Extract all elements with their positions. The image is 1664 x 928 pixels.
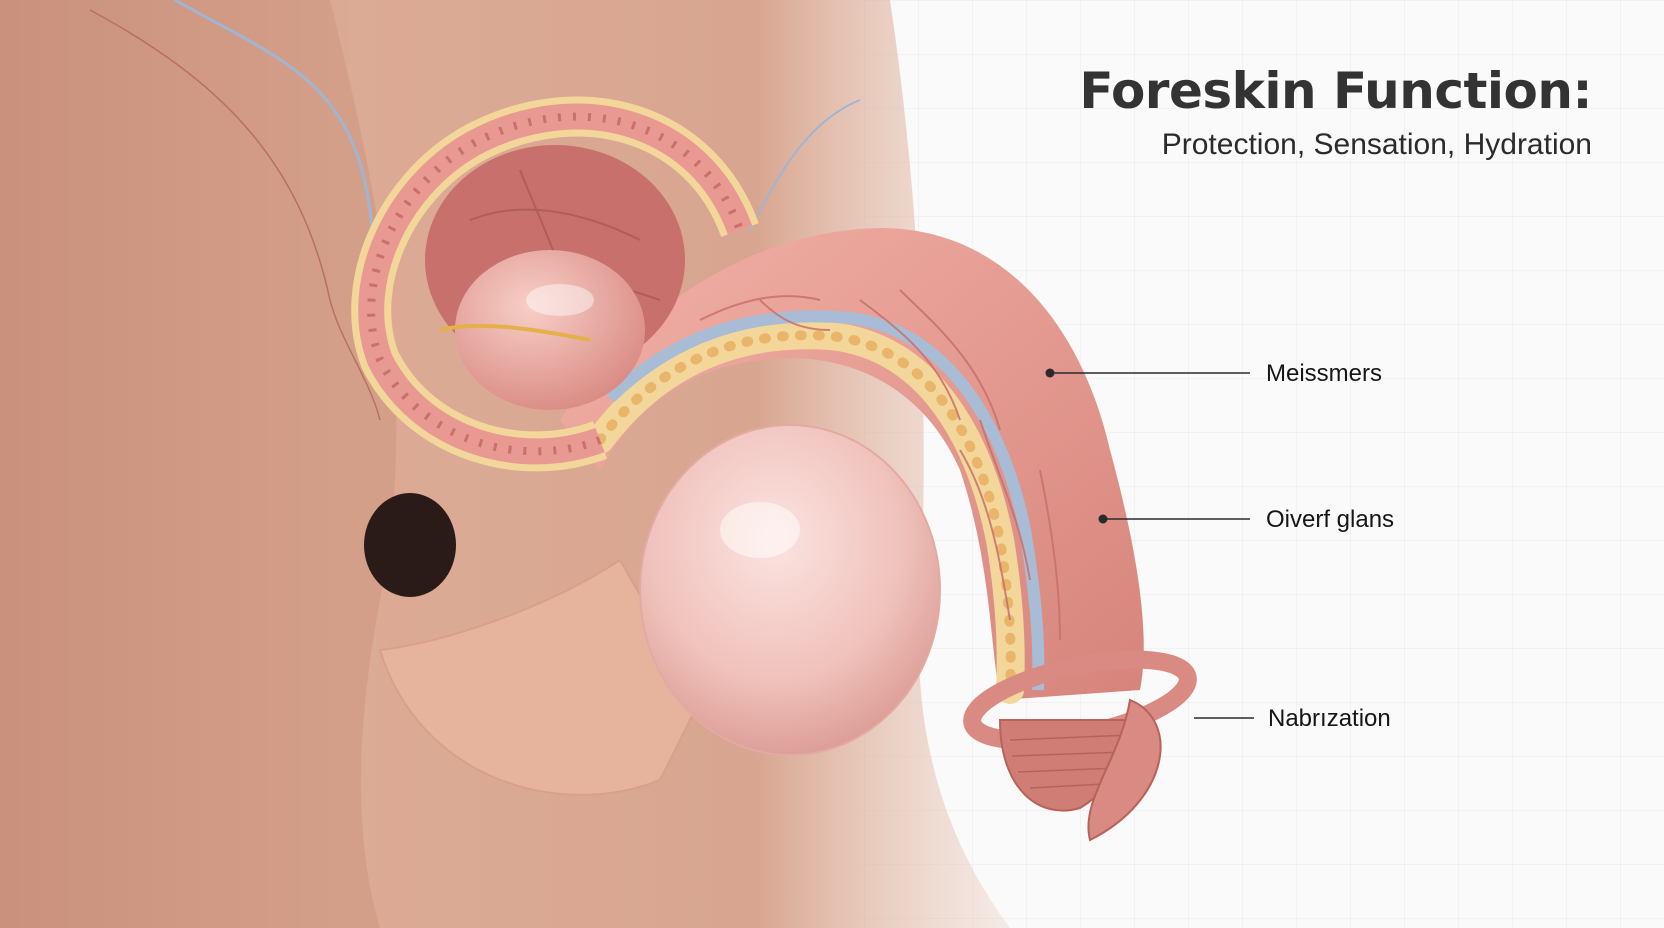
vein-line [749, 99, 861, 231]
foreskin-flap [1087, 698, 1162, 842]
glans-ridge [439, 323, 591, 342]
vascular-network [699, 289, 1061, 641]
callout-label-nabrization: Nabrızation [1268, 705, 1391, 732]
testis-highlight [720, 502, 800, 558]
callout-leaders [1045, 368, 1254, 719]
upper-loop-tissue [358, 103, 753, 465]
diagram-subtitle: Protection, Sensation, Hydration [1161, 128, 1592, 161]
scrotal-base [378, 558, 702, 796]
testis [639, 424, 941, 756]
callout-label-oiverf-glans: Oiverf glans [1266, 506, 1395, 533]
vein-line [89, 9, 381, 421]
thigh-shadow [0, 0, 397, 928]
body-opening [364, 493, 456, 597]
glans-highlight [526, 284, 594, 316]
nerve-band [605, 310, 1045, 691]
callout-label-meissmers: Meissmers [1266, 360, 1383, 387]
diagram-title: Foreskin Function: [1079, 62, 1592, 120]
glans [455, 250, 645, 410]
tip-ridges [1009, 734, 1131, 789]
vein-line [174, 0, 374, 231]
